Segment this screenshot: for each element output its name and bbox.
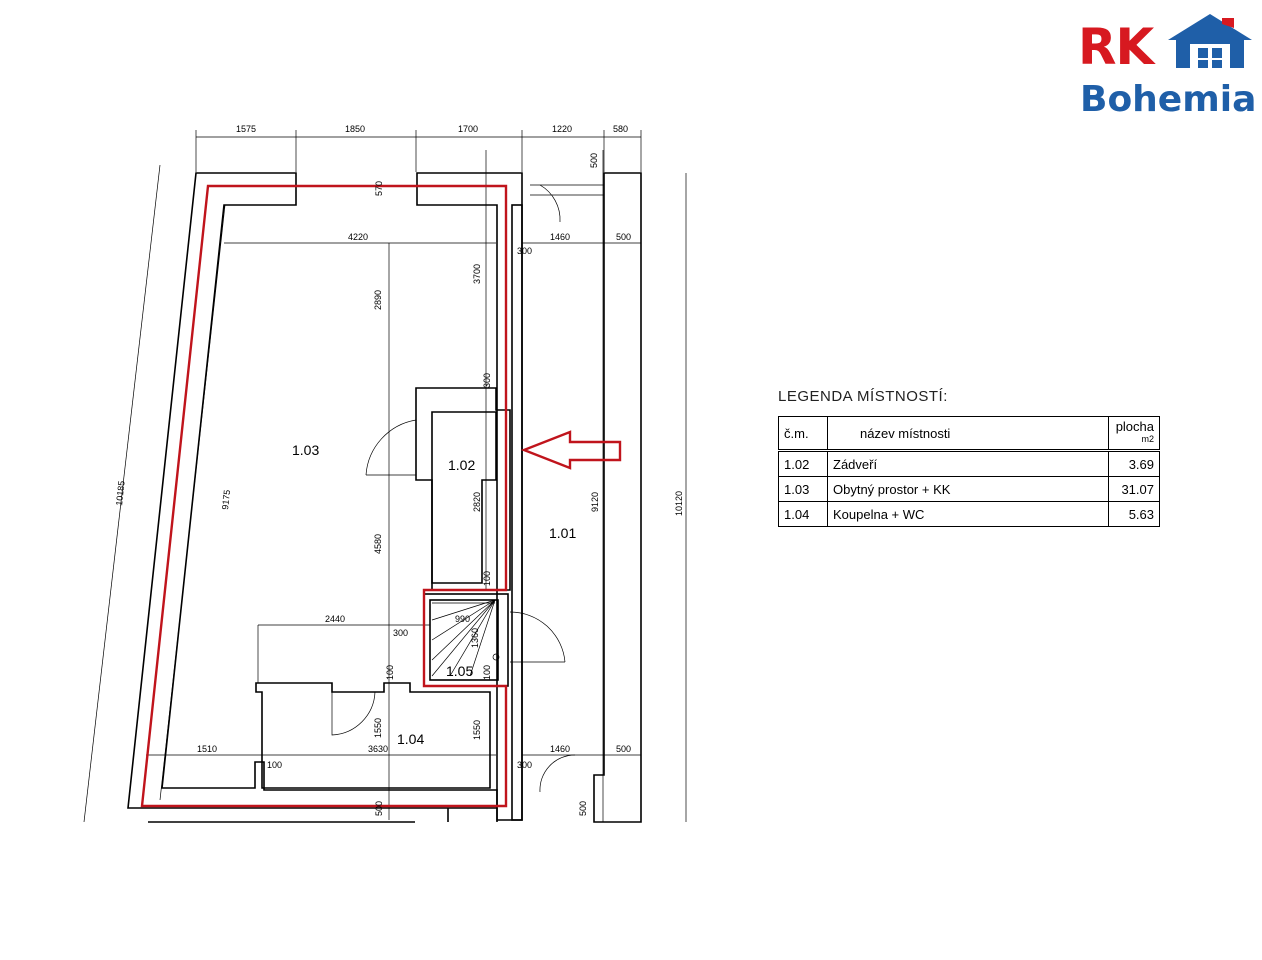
entrance-arrow [520, 430, 622, 470]
dim-300-top: 300 [517, 246, 532, 256]
legend-title: LEGENDA MÍSTNOSTÍ: [778, 388, 948, 405]
logo-bohemia-text: Bohemia [1080, 79, 1257, 120]
dim-300-bot: 300 [517, 760, 532, 770]
dim-1550-a: 1550 [373, 718, 383, 738]
dim-500-top: 500 [616, 232, 631, 242]
door-arc-bottom [539, 754, 576, 793]
dim-9175: 9175 [220, 489, 232, 510]
table-row: 1.03 Obytný prostor + KK 31.07 [778, 476, 1160, 502]
dim-9120: 9120 [590, 492, 600, 512]
corridor-wall [511, 204, 523, 821]
dim-1460-top: 1460 [550, 232, 570, 242]
dim-top-5: 580 [613, 124, 628, 134]
legend-cell-name: Zádveří [827, 450, 1109, 477]
dim-300-mid: 300 [482, 373, 492, 388]
legend-header-unit: m2 [1141, 434, 1154, 444]
dim-990: 990 [455, 614, 470, 624]
door-arc-103 [365, 419, 417, 476]
legend-cell-num: 1.04 [778, 501, 828, 527]
legend-cell-area: 5.63 [1108, 501, 1160, 527]
dim-1550-b: 1550 [472, 720, 482, 740]
dim-500-bot: 500 [616, 744, 631, 754]
dim-100-c: 100 [482, 665, 492, 680]
dim-1360: 1360 [470, 628, 480, 648]
room-legend: LEGENDA MÍSTNOSTÍ: č.m. název místnosti … [778, 388, 1160, 527]
logo-rk-text: RK [1078, 18, 1154, 76]
dim-top-3: 1700 [458, 124, 478, 134]
room-105-inner [429, 599, 499, 681]
dim-100-a: 100 [482, 571, 492, 586]
vestibule-walls [415, 387, 511, 591]
dim-300-b: 300 [393, 628, 408, 638]
dim-100-b: 100 [385, 665, 395, 680]
legend-cell-name: Koupelna + WC [827, 501, 1109, 527]
door-arc-right [509, 611, 566, 663]
legend-cell-num: 1.03 [778, 476, 828, 502]
dim-1510: 1510 [197, 744, 217, 754]
dim-4220: 4220 [348, 232, 368, 242]
dim-500-b2: 500 [578, 801, 588, 816]
vestibule-inner [431, 411, 497, 584]
outer-wall-right [593, 172, 642, 823]
legend-cell-num: 1.02 [778, 450, 828, 477]
dim-100-d: 100 [267, 760, 282, 770]
dim-top-1: 1575 [236, 124, 256, 134]
room-label-105: 1.05 [446, 663, 473, 679]
dim-1460-bot: 1460 [550, 744, 570, 754]
legend-header-num: č.m. [778, 416, 828, 452]
door-arc-top [539, 184, 561, 223]
room-label-101: 1.01 [549, 525, 576, 541]
legend-cell-area: 3.69 [1108, 450, 1160, 477]
dim-10185: 10185 [114, 480, 127, 506]
house-icon [1168, 14, 1252, 68]
table-row: 1.02 Zádveří 3.69 [778, 450, 1160, 477]
dim-10120: 10120 [674, 491, 684, 516]
room-label-104: 1.04 [397, 731, 424, 747]
rk-bohemia-logo: RK Bohemia [1078, 10, 1256, 120]
dim-top-2: 1850 [345, 124, 365, 134]
dim-570: 570 [374, 181, 384, 196]
dim-2890: 2890 [373, 290, 383, 310]
legend-header-name: název místnosti [827, 416, 1109, 452]
highlight-outline [140, 184, 622, 808]
room-label-102: 1.02 [448, 457, 475, 473]
room-label-103: 1.03 [292, 442, 319, 458]
dim-3700: 3700 [472, 264, 482, 284]
table-row: 1.04 Koupelna + WC 5.63 [778, 501, 1160, 527]
dim-500-b1: 500 [374, 801, 384, 816]
legend-cell-area: 31.07 [1108, 476, 1160, 502]
outer-wall-left [127, 172, 498, 809]
dim-top-4: 1220 [552, 124, 572, 134]
legend-cell-name: Obytný prostor + KK [827, 476, 1109, 502]
dim-500-tr: 500 [589, 153, 599, 168]
door-arc-bath [331, 691, 376, 736]
dim-4580: 4580 [373, 534, 383, 554]
dim-2820: 2820 [472, 492, 482, 512]
dim-3630: 3630 [368, 744, 388, 754]
dim-2440: 2440 [325, 614, 345, 624]
